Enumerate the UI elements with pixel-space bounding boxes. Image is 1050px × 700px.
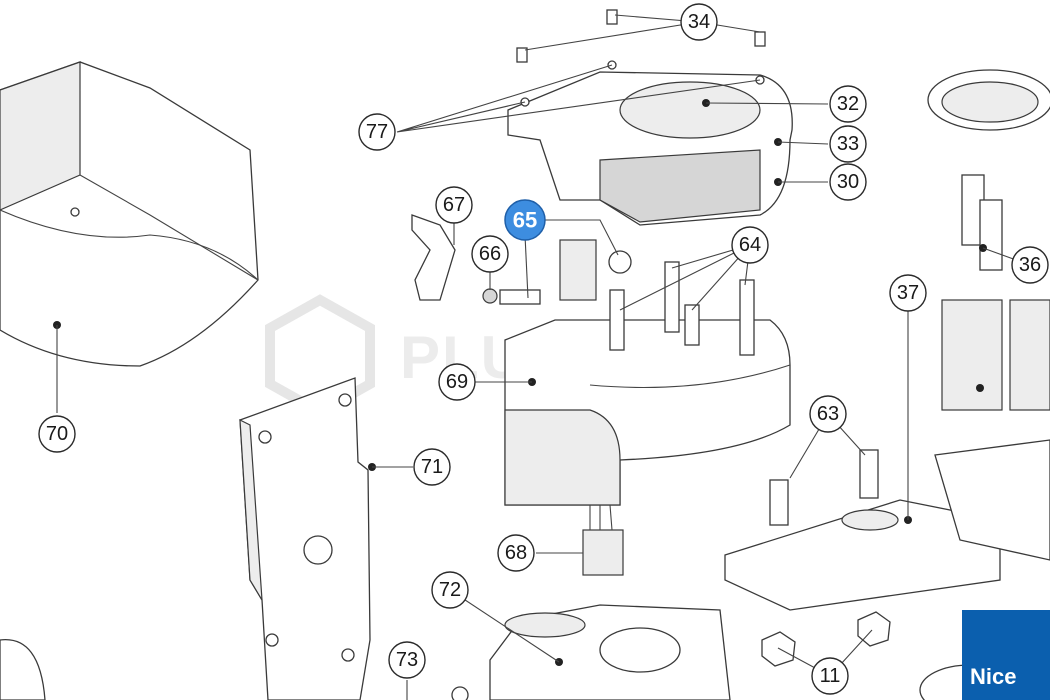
svg-text:36: 36 (1019, 254, 1041, 276)
callout-63[interactable]: 63 (809, 395, 847, 433)
svg-text:77: 77 (366, 121, 388, 143)
part-71-bracket (239, 377, 376, 700)
part-11-nuts (761, 611, 891, 667)
callout-68[interactable]: 68 (497, 534, 535, 572)
callout-33[interactable]: 33 (829, 125, 867, 163)
svg-text:32: 32 (837, 93, 859, 115)
callout-37[interactable]: 37 (889, 274, 927, 312)
leader-lines (56, 14, 1031, 677)
svg-text:68: 68 (505, 542, 527, 564)
svg-text:64: 64 (739, 234, 761, 256)
callout-65-highlighted[interactable]: 65 (504, 199, 546, 241)
callout-32[interactable]: 32 (829, 85, 867, 123)
ring-top-right (927, 69, 1050, 131)
callout-34[interactable]: 34 (680, 3, 718, 41)
part-70-cover (0, 61, 259, 367)
callout-77[interactable]: 77 (358, 113, 396, 151)
callout-69[interactable]: 69 (438, 363, 476, 401)
part-72-gearbox (489, 604, 731, 700)
part-63-screws (769, 449, 879, 526)
callout-73[interactable]: 73 (388, 641, 426, 679)
svg-text:69: 69 (446, 371, 468, 393)
part-36-gears (941, 174, 1050, 411)
part-68-plug (582, 504, 624, 576)
part-37-arm (724, 439, 1050, 611)
part-73-rod (406, 680, 469, 700)
callout-36[interactable]: 36 (1011, 246, 1049, 284)
svg-text:37: 37 (897, 282, 919, 304)
svg-text:65: 65 (513, 208, 537, 233)
part-64-screws (609, 261, 755, 356)
part-65-connector (559, 239, 632, 301)
callout-70[interactable]: 70 (38, 415, 76, 453)
callout-72[interactable]: 72 (431, 571, 469, 609)
callouts: 34 32 33 30 77 67 65 66 64 36 37 69 70 7… (38, 3, 1049, 695)
svg-text:70: 70 (46, 423, 68, 445)
svg-text:11: 11 (820, 665, 841, 687)
svg-text:71: 71 (421, 456, 443, 478)
svg-text:72: 72 (439, 579, 461, 601)
callout-64[interactable]: 64 (731, 226, 769, 264)
svg-text:66: 66 (479, 243, 501, 265)
callout-30[interactable]: 30 (829, 163, 867, 201)
part-69-housing (504, 319, 791, 506)
svg-text:30: 30 (837, 171, 859, 193)
svg-text:33: 33 (837, 133, 859, 155)
svg-text:63: 63 (817, 403, 839, 425)
callout-71[interactable]: 71 (413, 448, 451, 486)
callout-66[interactable]: 66 (471, 235, 509, 273)
part-66-screw (482, 288, 541, 305)
callout-67[interactable]: 67 (435, 186, 473, 224)
svg-text:67: 67 (443, 194, 465, 216)
nice-logo-text: Nice (970, 664, 1017, 689)
nice-logo: Nice (962, 610, 1050, 700)
callout-11[interactable]: 11 (811, 657, 849, 695)
part-bottom-left-round (0, 639, 46, 700)
part-34-screws (516, 9, 766, 63)
svg-text:34: 34 (688, 11, 710, 33)
svg-text:73: 73 (396, 649, 418, 671)
part-67-clip (411, 214, 456, 301)
part-32-top-cover (507, 60, 793, 226)
